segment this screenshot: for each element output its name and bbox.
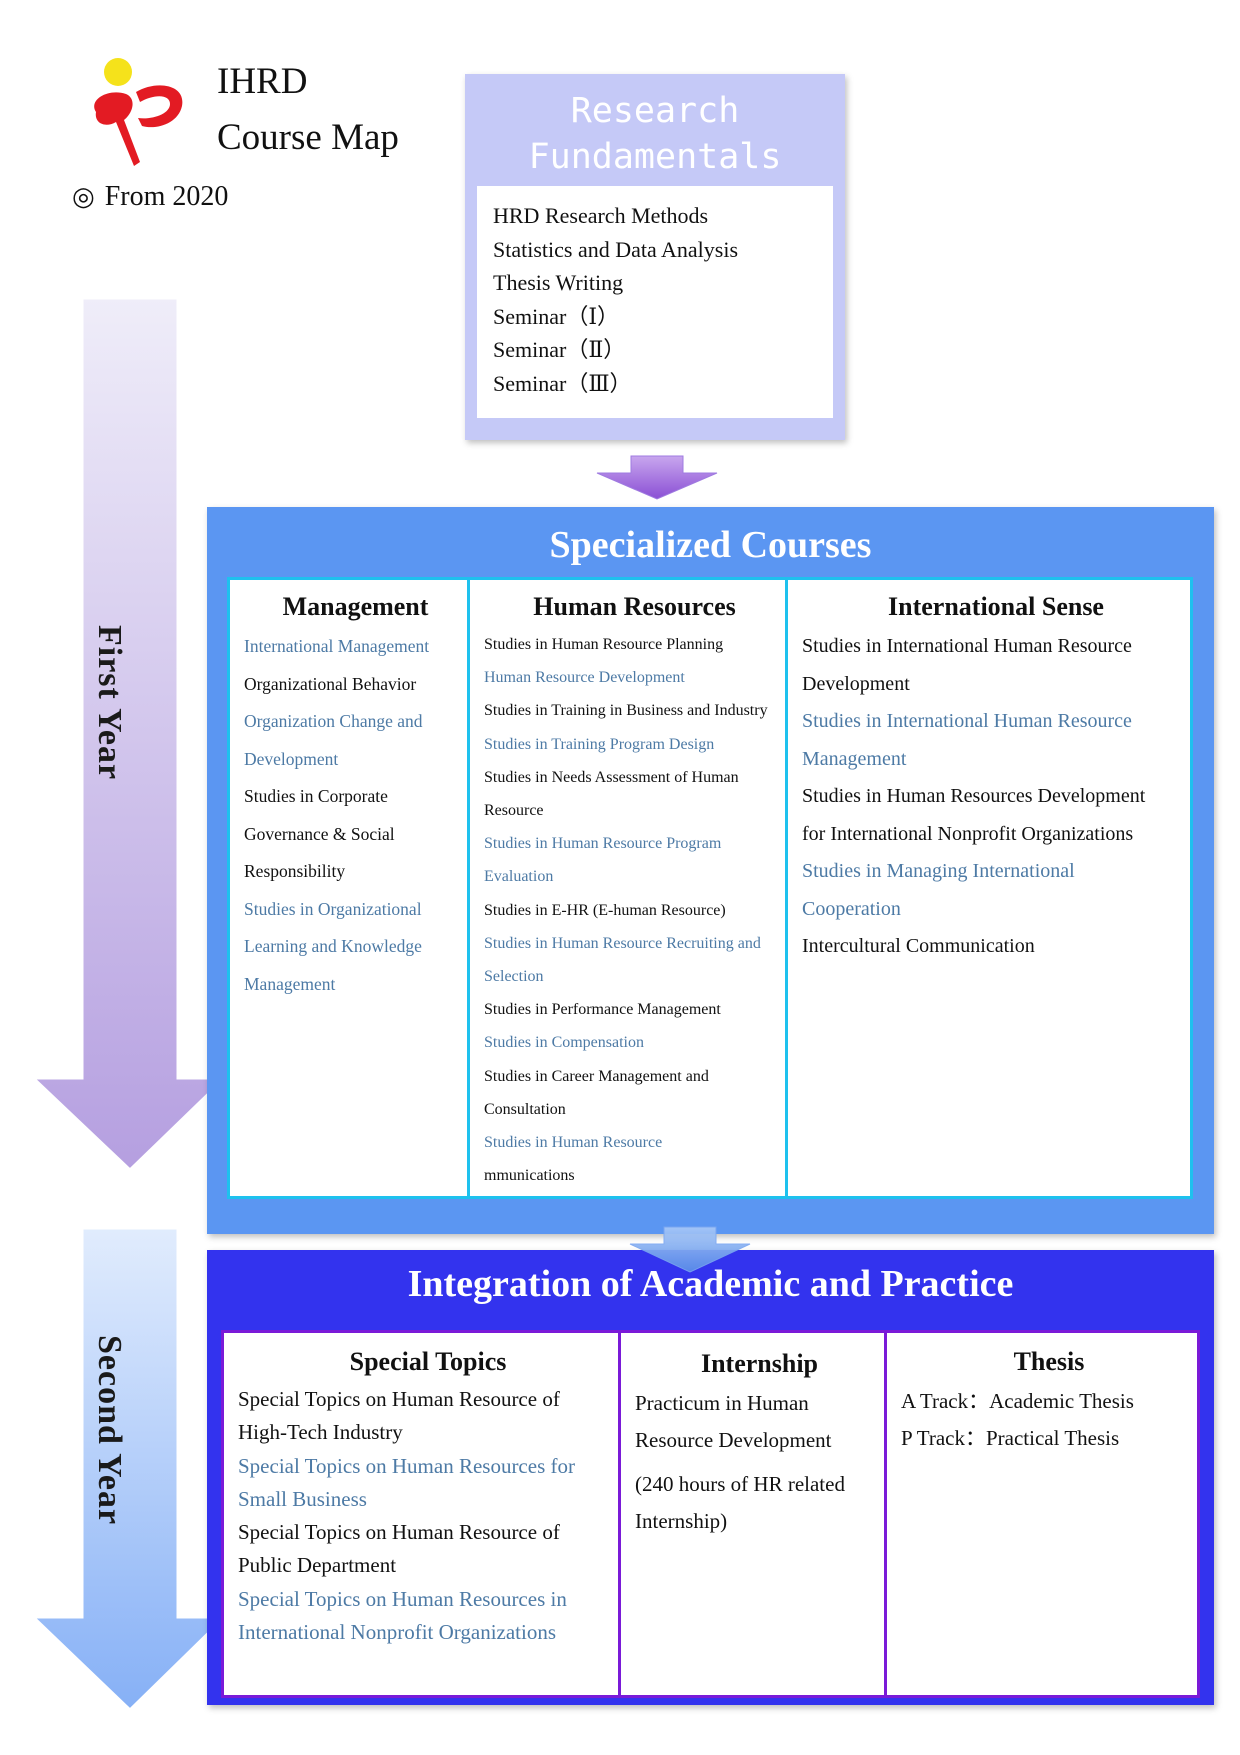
second-year-label: Second Year: [91, 1335, 128, 1526]
internship-column: Internship Practicum in Human Resource D…: [621, 1333, 887, 1695]
internship-heading: Internship: [700, 1349, 819, 1378]
course-item: Studies in Needs Assessment of Human Res…: [484, 768, 739, 820]
internship-hours-note: (240 hours of HR related Internship): [635, 1472, 845, 1533]
international-sense-heading: International Sense: [888, 592, 1104, 621]
course-item: Studies in Training Program Design: [484, 735, 715, 753]
down-arrow-icon: [596, 455, 718, 500]
course-thesis-writing: Thesis Writing: [493, 270, 624, 295]
course-item: Organization Change and Development: [244, 711, 423, 769]
course-item: Studies in Human Resource Planning: [484, 636, 724, 653]
internship-course: Practicum in Human Resource Development: [635, 1391, 832, 1452]
course-item: mmunications: [484, 1167, 575, 1185]
human-resources-column: Human Resources Studies in Human Resourc…: [470, 580, 788, 1196]
course-hrd-research-methods: HRD Research Methods: [493, 203, 709, 228]
course-item: Studies in Managing International Cooper…: [802, 860, 1075, 920]
course-item: Studies in Human Resources Development f…: [802, 785, 1146, 845]
course-item: Human Resource Development: [484, 669, 685, 687]
course-seminar-2: Seminar（Ⅱ）: [493, 337, 626, 362]
course-map-title-ihrd: IHRD: [217, 61, 308, 102]
management-heading: Management: [282, 592, 429, 621]
special-topics-heading: Special Topics: [349, 1347, 507, 1376]
down-arrow-icon: [629, 1226, 751, 1273]
course-item: Studies in Human Resource: [484, 1134, 663, 1152]
course-item: Studies in Human Resource Program Evalua…: [484, 835, 722, 886]
course-item: Studies in International Human Resource …: [802, 710, 1132, 770]
specialized-courses-title: Specialized Courses: [549, 524, 872, 566]
course-item: International Management: [244, 636, 430, 656]
from-year-text: From 2020: [104, 181, 229, 212]
course-item: Special Topics on Human Resources for Sm…: [238, 1453, 575, 1511]
course-item: Studies in Training in Business and Indu…: [484, 702, 768, 720]
course-item: Studies in Corporate Governance & Social…: [244, 786, 395, 881]
course-item: Studies in Performance Management: [484, 1001, 721, 1019]
course-item: Studies in Organizational Learning and K…: [244, 898, 422, 994]
thesis-column: Thesis A Track：Academic Thesis P Track：P…: [887, 1333, 1197, 1695]
special-topics-column: Special Topics Special Topics on Human R…: [224, 1333, 621, 1695]
course-item: Special Topics on Human Resource of High…: [238, 1387, 560, 1445]
specialized-courses-panel: Specialized Courses Management Internati…: [207, 507, 1214, 1234]
course-item: Organizational Behavior: [244, 673, 417, 694]
course-item: Special Topics on Human Resource of Publ…: [238, 1520, 560, 1578]
first-year-label: First Year: [91, 625, 128, 781]
special-topics-list: Special Topics on Human Resource of High…: [238, 1383, 618, 1649]
international-sense-column: International Sense Studies in Internati…: [788, 580, 1190, 1196]
course-item: Studies in Human Resource Recruiting and…: [484, 934, 761, 986]
integration-columns: Special Topics Special Topics on Human R…: [221, 1330, 1200, 1698]
bullseye-icon: ◎: [72, 182, 95, 211]
research-fundamentals-box: Research Fundamentals HRD Research Metho…: [465, 74, 845, 440]
international-sense-course-list: Studies in International Human Resource …: [802, 628, 1190, 966]
thesis-heading: Thesis: [1013, 1347, 1085, 1376]
course-statistics: Statistics and Data Analysis: [493, 236, 739, 262]
course-seminar-3: Seminar（Ⅲ）: [493, 370, 632, 396]
thesis-p-track: P Track：Practical Thesis: [901, 1426, 1120, 1450]
course-item: Studies in Career Management and Consult…: [484, 1067, 709, 1118]
integration-panel: Integration of Academic and Practice Spe…: [207, 1250, 1214, 1705]
research-fundamentals-list: HRD Research Methods Statistics and Data…: [477, 186, 833, 418]
course-map-title: Course Map: [217, 117, 399, 158]
integration-title: Integration of Academic and Practice: [407, 1263, 1014, 1305]
course-item: Studies in E-HR (E-human Resource): [484, 901, 726, 919]
course-item: Special Topics on Human Resources in Int…: [238, 1586, 567, 1645]
human-resources-heading: Human Resources: [533, 592, 736, 621]
ihrd-logo: [94, 58, 183, 166]
thesis-a-track: A Track：Academic Thesis: [901, 1389, 1134, 1413]
from-year-note: ◎ From 2020: [72, 181, 228, 213]
course-item: Studies in Compensation: [484, 1034, 644, 1052]
course-item: Studies in International Human Resource …: [802, 635, 1132, 695]
course-seminar-1: Seminar（Ⅰ）: [493, 303, 620, 329]
research-fundamentals-title: Research Fundamentals: [528, 91, 782, 177]
course-item: Intercultural Communication: [802, 935, 1035, 957]
